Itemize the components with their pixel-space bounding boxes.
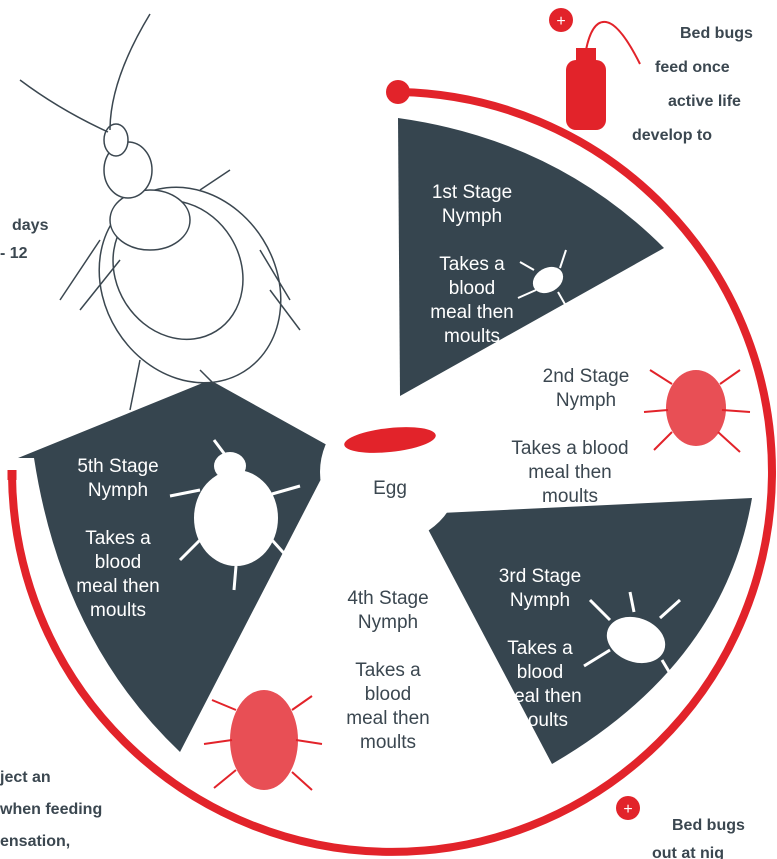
stage-5-desc-line-3: meal then xyxy=(76,576,159,597)
stage-4-desc-line-3: meal then xyxy=(346,708,429,729)
stage-3-desc-line-3: meal then xyxy=(498,686,581,707)
center-label: Egg xyxy=(373,478,407,499)
stage-2-desc-line-1: Takes a blood xyxy=(511,438,628,459)
stage-2-desc-line-3: moults xyxy=(542,486,598,507)
note-top-right-line-4: develop to xyxy=(632,127,712,144)
stage-1-title-line-2: Nymph xyxy=(442,206,502,227)
note-left-line-2: - 12 xyxy=(0,245,28,262)
red-bug-icon-stage-4 xyxy=(204,690,322,790)
svg-text:+: + xyxy=(623,801,632,818)
stage-1-desc-line-4: moults xyxy=(444,326,500,347)
sector-stage-3 xyxy=(420,498,752,764)
note-top-right-line-1: Bed bugs xyxy=(680,25,753,42)
note-top-right-line-2: feed once xyxy=(655,59,730,76)
ring-start-dot xyxy=(386,80,410,104)
note-bottom-right-line-1: Bed bugs xyxy=(672,817,745,834)
stage-5-title-line-1: 5th Stage xyxy=(77,456,158,477)
stage-4-desc-line-4: moults xyxy=(360,732,416,753)
stage-1-title-line-1: 1st Stage xyxy=(432,182,512,203)
stage-3-title-line-1: 3rd Stage xyxy=(499,566,581,587)
stage-2-desc-line-2: meal then xyxy=(528,462,611,483)
note-bottom-left-line-2: when feeding xyxy=(0,801,102,818)
note-bottom-left-line-3: ensation, xyxy=(0,833,70,850)
stage-4-desc-line-2: blood xyxy=(365,684,412,705)
stage-4-title-line-2: Nymph xyxy=(358,612,418,633)
sector-stage-1 xyxy=(398,118,664,396)
note-bottom-right-line-2: out at nig xyxy=(652,845,724,859)
note-bottom-left-line-1: ject an xyxy=(0,769,51,786)
sector-stage-5 xyxy=(18,380,336,752)
stage-1-desc-line-2: blood xyxy=(449,278,496,299)
note-top-right-line-3: active life xyxy=(668,93,741,110)
stage-5-desc-line-2: blood xyxy=(95,552,142,573)
blood-bag-icon: + xyxy=(549,8,640,130)
stage-2-title-line-1: 2nd Stage xyxy=(543,366,630,387)
center-hub xyxy=(320,402,460,542)
note-left-line-1: days xyxy=(12,217,49,234)
stage-4-desc-line-1: Takes a xyxy=(355,660,421,681)
stage-3-desc-line-4: moults xyxy=(512,710,568,731)
stage-5-title-line-2: Nymph xyxy=(88,480,148,501)
stage-3-desc-line-2: blood xyxy=(517,662,564,683)
stage-5-desc-line-1: Takes a xyxy=(85,528,151,549)
stage-2-title-line-2: Nymph xyxy=(556,390,616,411)
stage-1-desc-line-1: Takes a xyxy=(439,254,505,275)
red-bug-icon-stage-2 xyxy=(644,370,750,452)
plus-icon: + xyxy=(616,796,640,820)
bed-bug-sketch xyxy=(20,14,317,417)
stage-5-desc-line-4: moults xyxy=(90,600,146,621)
stage-1-desc-line-3: meal then xyxy=(430,302,513,323)
svg-text:+: + xyxy=(556,13,565,30)
stage-3-desc-line-1: Takes a xyxy=(507,638,573,659)
stage-4-title-line-1: 4th Stage xyxy=(347,588,428,609)
stage-3-title-line-2: Nymph xyxy=(510,590,570,611)
